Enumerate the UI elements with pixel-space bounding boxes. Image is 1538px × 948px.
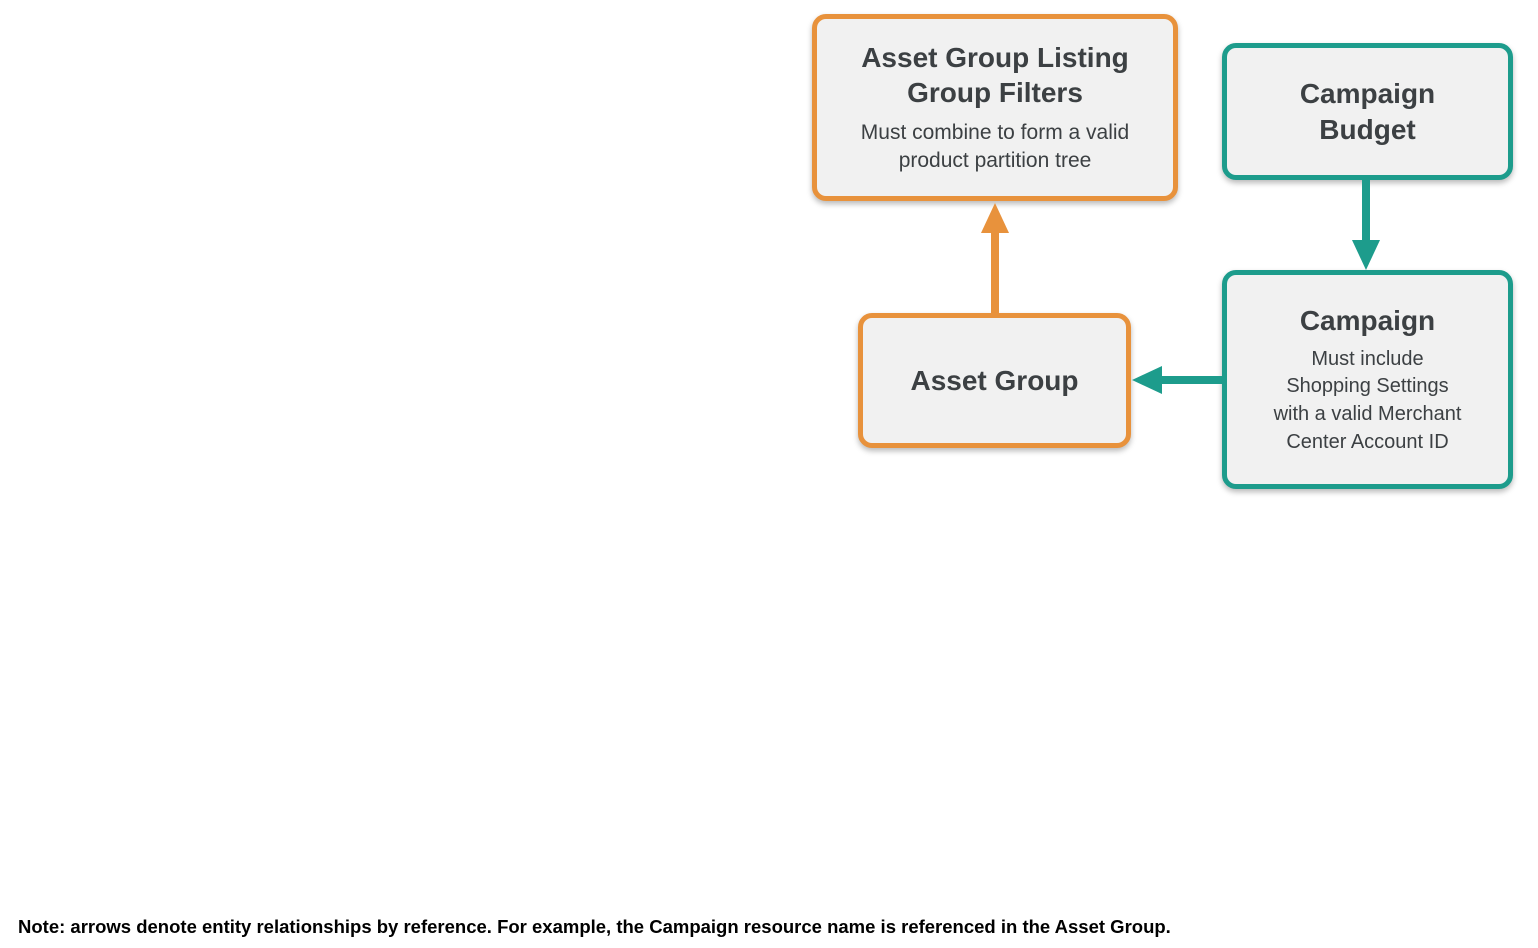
node-title: Asset Group (910, 364, 1079, 396)
node-subtitle: Must combine to form a valid product par… (860, 121, 1130, 173)
arrow-campaign-to-asset-group-shaft (1160, 376, 1223, 384)
node-title: Campaign (1299, 304, 1436, 336)
node-title: Asset Group Listing Group Filters (861, 41, 1129, 109)
node-campaign: Campaign Must include Shopping Settings … (1222, 270, 1513, 489)
node-subtitle: Must include Shopping Settings with a va… (1273, 347, 1462, 453)
diagram-note: Note: arrows denote entity relationships… (18, 916, 1171, 937)
arrow-up-icon (981, 203, 1009, 233)
node-campaign-budget: Campaign Budget (1222, 43, 1513, 180)
arrow-campaign-budget-to-campaign-shaft (1362, 180, 1370, 242)
arrow-down-icon (1352, 240, 1380, 270)
node-title: Campaign Budget (1299, 77, 1436, 145)
arrow-asset-group-to-listing-filters-shaft (991, 228, 999, 314)
node-asset-group-listing-group-filters: Asset Group Listing Group Filters Must c… (812, 14, 1178, 201)
arrow-left-icon (1132, 366, 1162, 394)
node-asset-group: Asset Group (858, 313, 1131, 448)
